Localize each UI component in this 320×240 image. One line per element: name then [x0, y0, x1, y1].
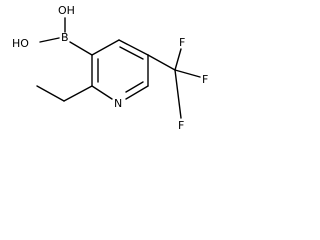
label-fluorine-bottom: F — [178, 119, 184, 132]
bond-c3-c4 — [91, 39, 120, 56]
label-boron: B — [61, 31, 69, 44]
bond-cf3-f-right — [174, 69, 201, 78]
label-fluorine-top: F — [179, 36, 185, 49]
bond-c4-c5-inner — [119, 46, 144, 60]
bond-cf3-f-top — [174, 48, 182, 71]
atom-labels: OH HO B N F F F — [12, 4, 208, 132]
bond-c4-c5 — [118, 39, 149, 56]
molecule-drawing: OH HO B N F F F — [12, 4, 208, 132]
bond-cf3-f-bottom — [174, 69, 182, 119]
bond-n-c2 — [91, 85, 113, 100]
bonds — [36, 17, 201, 119]
bond-c2-ch2 — [63, 85, 93, 102]
label-oh-left: HO — [12, 37, 29, 50]
bond-c5-cf3 — [147, 54, 176, 71]
bond-b-oh-left — [39, 37, 60, 43]
bond-c6-n-inner — [125, 81, 144, 93]
bond-ch2-ch3 — [36, 85, 65, 102]
structure-canvas: OH HO B N F F F — [0, 0, 230, 160]
label-oh-top: OH — [58, 4, 75, 17]
label-nitrogen: N — [114, 97, 122, 110]
bond-b-c3 — [69, 41, 93, 56]
label-fluorine-right: F — [202, 73, 208, 86]
bond-c6-n — [125, 85, 149, 100]
